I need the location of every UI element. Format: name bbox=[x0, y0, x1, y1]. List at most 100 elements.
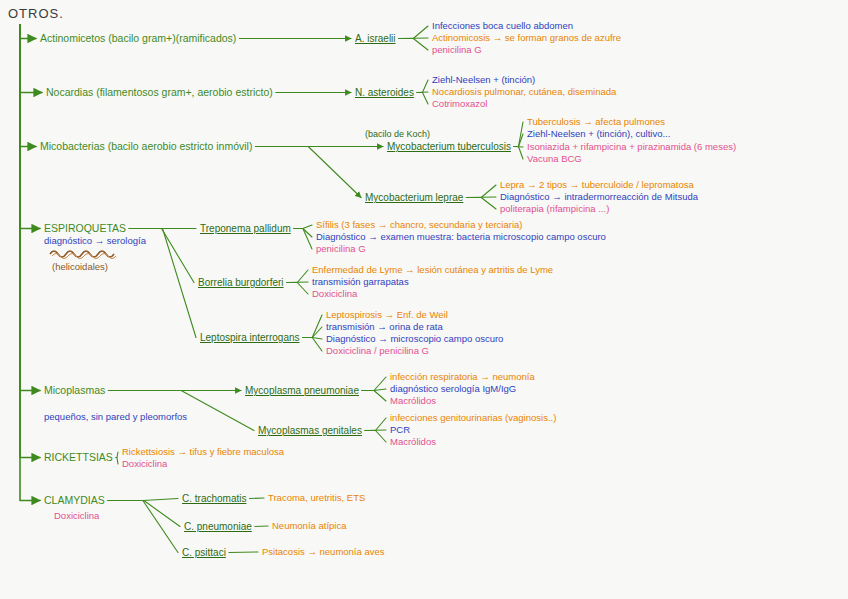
note: Rickettsiosis → tifus y fiebre maculosa bbox=[122, 446, 284, 458]
note: Infecciones boca cuello abdomen bbox=[432, 20, 573, 32]
species-node: N. asteroides bbox=[355, 86, 414, 99]
node-text: transmisión → orina de rata bbox=[326, 321, 443, 333]
trunk-arrow bbox=[20, 25, 40, 229]
branch-line bbox=[108, 391, 254, 431]
branch-line bbox=[255, 525, 268, 527]
trunk-arrow bbox=[20, 25, 40, 458]
node-text: transmisión garrapatas bbox=[312, 276, 409, 288]
group-node: Micobacterias (bacilo aerobio estricto i… bbox=[40, 140, 252, 153]
node-text: penicilina G bbox=[316, 243, 366, 255]
note: Leptospirosis → Enf. de Weil bbox=[326, 309, 448, 321]
species-node: C. psittaci bbox=[182, 546, 226, 559]
species-node: Borrelia burgdorferi bbox=[198, 276, 284, 289]
group-node: CLAMYDIASDoxiciclina bbox=[44, 494, 105, 522]
node-text: Doxiciclina bbox=[122, 458, 167, 470]
node-text: Borrelia burgdorferi bbox=[198, 276, 284, 289]
branch-line bbox=[399, 39, 428, 51]
node-text: PCR bbox=[390, 424, 410, 436]
group-node: ESPIROQUETASdiagnóstico → serología(heli… bbox=[44, 222, 146, 273]
branch-line bbox=[116, 452, 118, 458]
node-text: Leptospira interrogans bbox=[200, 331, 300, 344]
note: transmisión → orina de rata bbox=[326, 321, 443, 333]
node-text: Cotrimoxazol bbox=[432, 98, 487, 110]
trunk-arrow bbox=[20, 25, 42, 93]
branch-line bbox=[276, 92, 351, 93]
note: Nocardiosis pulmonar, cutánea, diseminad… bbox=[432, 86, 616, 98]
node-text: Micobacterias (bacilo aerobio estricto i… bbox=[40, 140, 252, 153]
species-node: C. pneumoniae bbox=[184, 520, 252, 533]
note: Diagnóstico → examen muestra: bacteria m… bbox=[316, 231, 606, 243]
branch-line bbox=[303, 327, 322, 338]
species-node: Mycobacterium leprae bbox=[365, 191, 463, 204]
node-text: penicilina G bbox=[432, 44, 482, 56]
branch-line bbox=[239, 38, 351, 39]
branch-line bbox=[417, 93, 428, 105]
title-node: OTROS. bbox=[8, 6, 64, 22]
note: Neumonía atípica bbox=[272, 520, 346, 532]
note: Doxiciclina bbox=[122, 458, 167, 470]
note: Lepra → 2 tipos → tuberculoide / leproma… bbox=[500, 179, 694, 191]
node-text: diagnóstico serología IgM/IgG bbox=[390, 383, 516, 395]
branch-line bbox=[287, 283, 308, 295]
node-text: Mycoplasmas genitales bbox=[258, 424, 362, 437]
node-text: Tracoma, uretritis, ETS bbox=[268, 492, 365, 504]
group-node: Actinomicetos (bacilo gram+)(ramificados… bbox=[40, 32, 236, 45]
species-node: Mycoplasmas genitales bbox=[258, 424, 362, 437]
branch-line bbox=[362, 377, 386, 391]
branch-line bbox=[303, 315, 322, 338]
spirochete-drawing bbox=[52, 254, 116, 259]
node-text: Isoniazida + rifampicina + pirazinamida … bbox=[527, 141, 736, 153]
node-text: OTROS. bbox=[8, 6, 64, 22]
node-text: RICKETTSIAS bbox=[44, 451, 113, 464]
trunk-arrow bbox=[20, 25, 36, 39]
node-text: N. asteroides bbox=[355, 86, 414, 99]
node-text: C. pneumoniae bbox=[184, 520, 252, 533]
species-node: (bacilo de Koch)Mycobacterium tuberculos… bbox=[365, 129, 511, 153]
node-text: Neumonía atípica bbox=[272, 520, 346, 532]
branch-line bbox=[514, 134, 523, 147]
note: Ziehl-Neelsen + (tinción), cultivo... bbox=[527, 128, 670, 140]
branch-line bbox=[466, 185, 496, 198]
species-node: Treponema pallidum bbox=[200, 222, 291, 235]
branch-line bbox=[365, 431, 386, 443]
branch-line bbox=[362, 391, 386, 402]
branch-line bbox=[255, 147, 361, 198]
node-text: politerapia (rifampicina ...) bbox=[500, 203, 609, 215]
node-text: Doxiciclina bbox=[312, 288, 357, 300]
node-text: Vacuna BCG bbox=[527, 153, 582, 165]
node-text: infección respiratoria → neumonía bbox=[390, 371, 535, 383]
trunk-arrow bbox=[20, 25, 40, 501]
node-text: Treponema pallidum bbox=[200, 222, 291, 235]
node-text: A. israelii bbox=[355, 32, 396, 45]
species-node: Leptospira interrogans bbox=[200, 331, 300, 344]
note: penicilina G bbox=[432, 44, 482, 56]
note: infección respiratoria → neumonía bbox=[390, 371, 535, 383]
branch-line bbox=[466, 198, 496, 210]
node-text: Psitacosis → neumonía aves bbox=[262, 546, 385, 558]
branch-line bbox=[108, 501, 180, 527]
branch-line bbox=[108, 501, 178, 553]
node-text: Mycobacterium leprae bbox=[365, 191, 463, 204]
node-text: Nocardiosis pulmonar, cutánea, diseminad… bbox=[432, 86, 616, 98]
node-text: Actinomicetos (bacilo gram+)(ramificados… bbox=[40, 32, 236, 45]
node-text: C. psittaci bbox=[182, 546, 226, 559]
node-text: Diagnóstico → microscopio campo oscuro bbox=[326, 333, 503, 345]
branch-line bbox=[417, 80, 428, 93]
node-text: Leptospirosis → Enf. de Weil bbox=[326, 309, 448, 321]
node-text: Nocardias (filamentosos gram+, aerobio e… bbox=[46, 86, 273, 99]
node-text: Enfermedad de Lyme → lesión cutánea y ar… bbox=[312, 264, 553, 276]
node-text: Micoplasmas bbox=[44, 384, 187, 397]
node-text: Macrólidos bbox=[390, 395, 436, 407]
note: PCR bbox=[390, 424, 410, 436]
node-subtext: Doxiciclina bbox=[44, 510, 105, 522]
branch-line bbox=[365, 418, 386, 431]
branch-line bbox=[249, 497, 264, 499]
node-text: Ziehl-Neelsen + (tinción), cultivo... bbox=[527, 128, 670, 140]
node-text: Macrólidos bbox=[390, 436, 436, 448]
node-text: Tuberculosis → afecta pulmones bbox=[527, 116, 665, 128]
node-text: Rickettsiosis → tifus y fiebre maculosa bbox=[122, 446, 284, 458]
node-text: Infecciones boca cuello abdomen bbox=[432, 20, 573, 32]
branch-line bbox=[287, 270, 308, 283]
branch-line bbox=[116, 458, 118, 465]
